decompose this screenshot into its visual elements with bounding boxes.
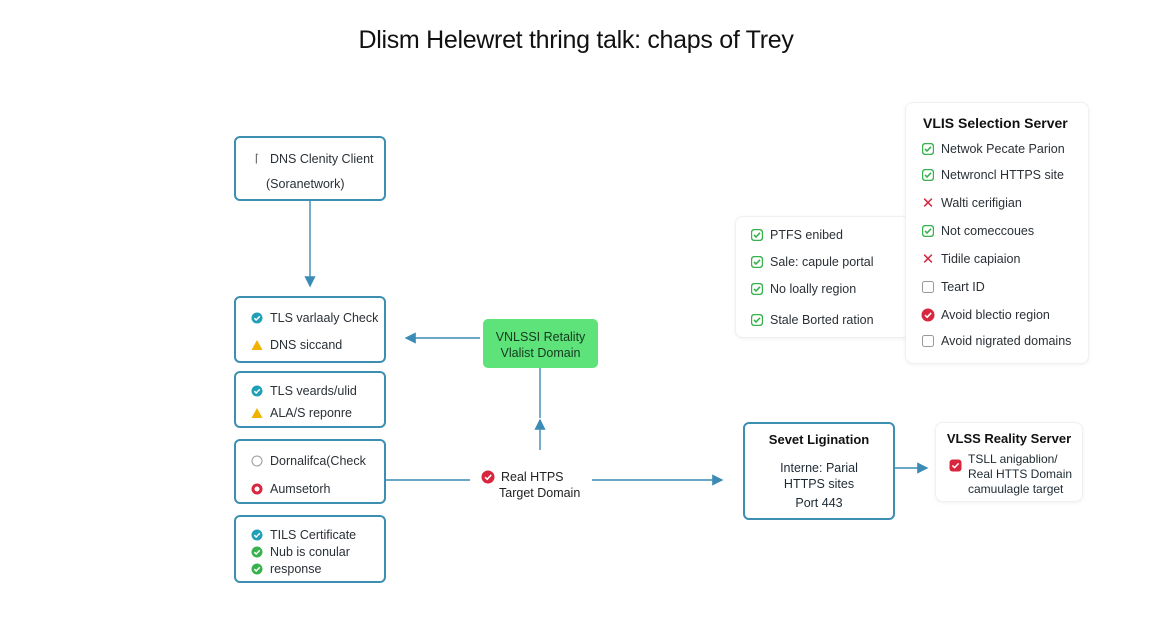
tls-validity-label: TLS varlaaly Check [270,310,379,325]
domain-check-box: Dornalifca(Check Aumsetorh [234,439,386,504]
selection-item: Netwroncl HTTPS site [921,166,1088,183]
reality-domain-line1: VNLSSI Retality [495,330,586,344]
reality-server-title: VLSS Reality Server [946,431,1072,446]
selection-item-label: Avoid nigrated domains [941,333,1072,348]
red-check-icon [921,308,935,322]
reality-server-panel: VLSS Reality Server TSLL anigablion/ Rea… [935,422,1083,502]
target-domain-label: Real HTPS Target Domain [481,469,580,501]
feature-check-panel: PTFS enibed Sale: capule portal No loall… [735,216,915,338]
selection-item: Not comeccoues [921,222,1088,239]
domain-check-label: Dornalifca(Check [270,453,366,468]
reality-server-line2: Real HTTS Domain [968,467,1073,481]
cross-icon: ✕ [921,250,935,268]
empty-circle-icon [250,454,264,468]
dns-second-label: DNS siccand [270,337,343,352]
tls-cert-box: TILS Certificate Nub is conular response [234,515,386,583]
selection-item-label: Netwroncl HTTPS site [941,167,1064,182]
reality-domain-line2: Vlalist Domain [500,346,581,360]
tls-vears-box: TLS veards/ulid ALA/S reponre [234,371,386,428]
selection-item-label: Teart ID [941,279,985,294]
tls-cert-sub2: response [270,561,322,576]
tls-cert-sub1: Nub is conular [270,544,350,559]
reality-server-line1: TSLL anigablion/ [968,452,1058,466]
selection-item-label: Walti cerifigian [941,195,1022,210]
feature-item: Sale: capule portal [750,253,914,270]
server-box-title: Sevet Ligination [768,432,870,447]
check-icon [250,545,264,559]
feature-item-label: No loally region [770,281,857,296]
warning-icon [250,406,264,420]
feature-item: PTFS enibed [750,226,914,243]
pin-icon: ⌈ [254,153,260,165]
server-ligination-box: Sevet Ligination Interne: Parial HTTPS s… [743,422,895,520]
shield-check-icon [250,311,264,325]
authority-label: Aumsetorh [270,481,331,496]
selection-item: Avoid nigrated domains [921,332,1088,349]
selection-item: Avoid blectio region [921,306,1088,323]
tls-validity-box: TLS varlaaly Check DNS siccand [234,296,386,363]
check-icon [750,313,764,327]
dns-client-box: ⌈ DNS Clenity Client (Soranetwork) [234,136,386,201]
target-line1: Real HTPS [501,470,564,484]
dns-client-label: DNS Clenity Client [270,151,374,166]
server-box-line3: Port 443 [795,496,843,510]
feature-item-label: Stale Borted ration [770,312,874,327]
check-icon [921,142,935,156]
empty-checkbox-icon [921,334,935,348]
shield-check-icon [250,528,264,542]
selection-item-label: Tidile capiaion [941,251,1021,266]
check-square-icon [948,458,962,472]
check-icon [750,282,764,296]
feature-item-label: Sale: capule portal [770,254,874,269]
selection-item: Netwok Pecate Parion [921,140,1088,157]
selection-item-label: Avoid blectio region [941,307,1050,322]
check-icon [250,562,264,576]
check-icon [921,168,935,182]
feature-item: No loally region [750,280,914,297]
tls-vears-label: TLS veards/ulid [270,383,357,398]
record-icon [481,470,495,484]
check-icon [921,224,935,238]
check-icon [750,228,764,242]
shield-check-icon [250,384,264,398]
cross-icon: ✕ [921,194,935,212]
selection-server-title: VLIS Selection Server [923,115,1068,131]
selection-item: ✕ Walti cerifigian [921,194,1088,212]
alas-response-label: ALA/S reponre [270,405,352,420]
diagram-title: Dlism Helewret thring talk: chaps of Tre… [358,26,794,54]
record-icon [250,482,264,496]
reality-domain-box: VNLSSI Retality Vlalist Domain [483,319,598,368]
empty-checkbox-icon [921,280,935,294]
selection-server-panel: VLIS Selection Server Netwok Pecate Pari… [905,102,1089,364]
selection-item: ✕ Tidile capiaion [921,250,1088,268]
target-line2: Target Domain [499,486,581,500]
reality-server-line3: camuulagle target [968,482,1064,496]
check-icon [750,255,764,269]
server-box-line2: HTTPS sites [783,477,855,491]
warning-icon [250,338,264,352]
feature-item: Stale Borted ration [750,311,914,328]
tls-cert-label: TILS Certificate [270,527,357,542]
feature-item-label: PTFS enibed [770,227,843,242]
selection-item: Teart ID [921,278,1088,295]
selection-item-label: Not comeccoues [941,223,1035,238]
selection-item-label: Netwok Pecate Parion [941,141,1065,156]
server-box-line1: Interne: Parial [780,461,858,475]
dns-client-sub: (Soranetwork) [266,176,345,191]
